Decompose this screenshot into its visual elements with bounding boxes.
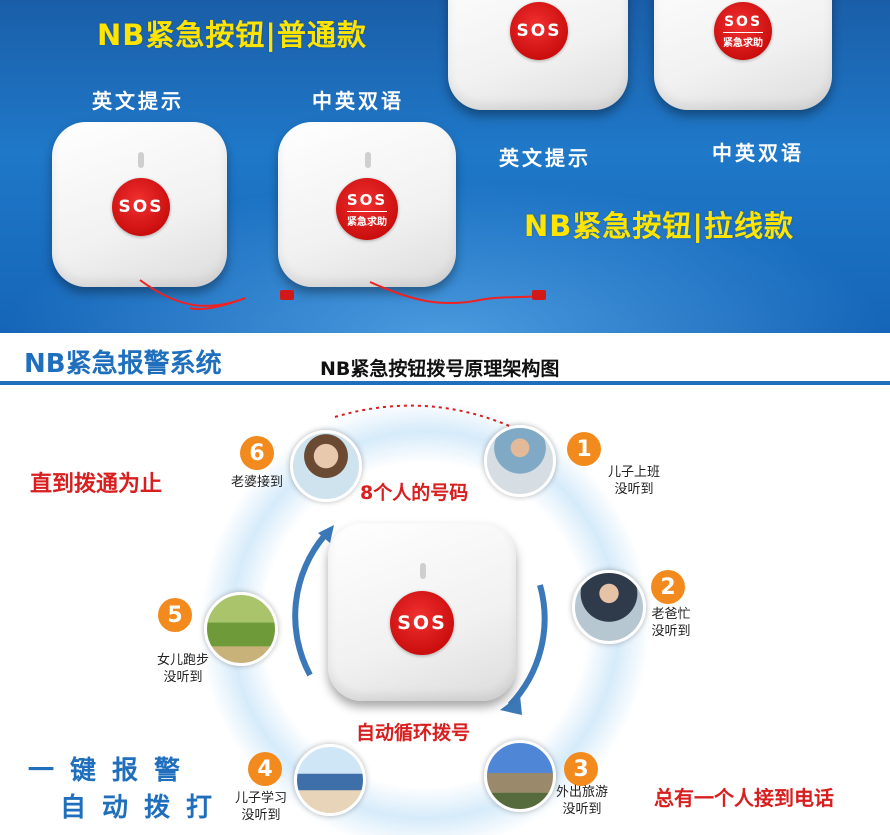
dad-busy-avatar bbox=[572, 570, 646, 644]
step-caption-6: 老婆接到 bbox=[230, 475, 283, 490]
step-number-4: 4 bbox=[248, 752, 282, 786]
regular-title: NB紧急按钮|普通款 bbox=[97, 18, 367, 52]
label-bilingual-2: 中英双语 bbox=[712, 141, 804, 165]
step-number-5: 5 bbox=[158, 598, 192, 632]
diagram-title: NB紧急按钮拨号原理架构图 bbox=[320, 358, 560, 380]
pull-title: NB紧急按钮|拉线款 bbox=[524, 209, 794, 243]
slogan-line-1: 一键报警 bbox=[28, 756, 197, 786]
sos-button-bilingual: SOS 紧急求助 bbox=[278, 122, 456, 287]
center-sos-device: SOS bbox=[328, 523, 516, 701]
sos-badge: SOS bbox=[510, 2, 568, 60]
sos-badge-bilingual: SOS 紧急求助 bbox=[336, 178, 398, 240]
travel-avatar bbox=[484, 740, 556, 812]
indicator-light bbox=[365, 152, 371, 168]
son-at-work-avatar bbox=[484, 425, 556, 497]
wife-photo-avatar bbox=[290, 430, 362, 502]
sos-badge-bilingual: SOS 紧急求助 bbox=[714, 2, 772, 60]
label-bilingual: 中英双语 bbox=[312, 89, 404, 113]
indicator-light bbox=[138, 152, 144, 168]
sos-button-pull-bilingual: SOS 紧急求助 bbox=[654, 0, 832, 110]
sos-button-pull-english: SOS bbox=[448, 0, 628, 110]
pull-cord bbox=[139, 279, 546, 311]
step-number-2: 2 bbox=[651, 570, 685, 604]
step-number-3: 3 bbox=[564, 752, 598, 786]
section-header bbox=[0, 333, 890, 385]
label-english: 英文提示 bbox=[92, 89, 184, 113]
label-english-2: 英文提示 bbox=[499, 146, 591, 170]
eight-numbers-text: 8个人的号码 bbox=[360, 482, 469, 504]
product-banner: NB紧急按钮|普通款 英文提示 中英双语 SOS SOS 紧急求助 SOS SO… bbox=[0, 0, 890, 333]
step-caption-3: 外出旅游没听到 bbox=[555, 785, 608, 817]
sos-badge: SOS bbox=[112, 178, 170, 236]
step-caption-2: 老爸忙没听到 bbox=[651, 607, 691, 639]
daughter-running-avatar bbox=[204, 592, 278, 666]
header-rule bbox=[0, 381, 890, 385]
always-answer-text: 总有一个人接到电话 bbox=[654, 786, 834, 810]
step-number-1: 1 bbox=[567, 432, 601, 466]
indicator-light bbox=[420, 563, 426, 579]
slogan-line-2: 自动拨打 bbox=[60, 793, 229, 823]
sos-button-english: SOS bbox=[52, 122, 227, 287]
center-sos-badge: SOS bbox=[390, 591, 454, 655]
step-caption-1: 儿子上班没听到 bbox=[607, 465, 660, 497]
step-caption-5: 女儿跑步没听到 bbox=[156, 653, 209, 685]
step-caption-4: 儿子学习没听到 bbox=[234, 791, 287, 823]
son-studying-avatar bbox=[294, 744, 366, 816]
until-connected-text: 直到拨通为止 bbox=[30, 472, 163, 497]
step-number-6: 6 bbox=[240, 436, 274, 470]
auto-loop-text: 自动循环拨号 bbox=[356, 722, 471, 744]
system-title: NB紧急报警系统 bbox=[24, 349, 222, 379]
